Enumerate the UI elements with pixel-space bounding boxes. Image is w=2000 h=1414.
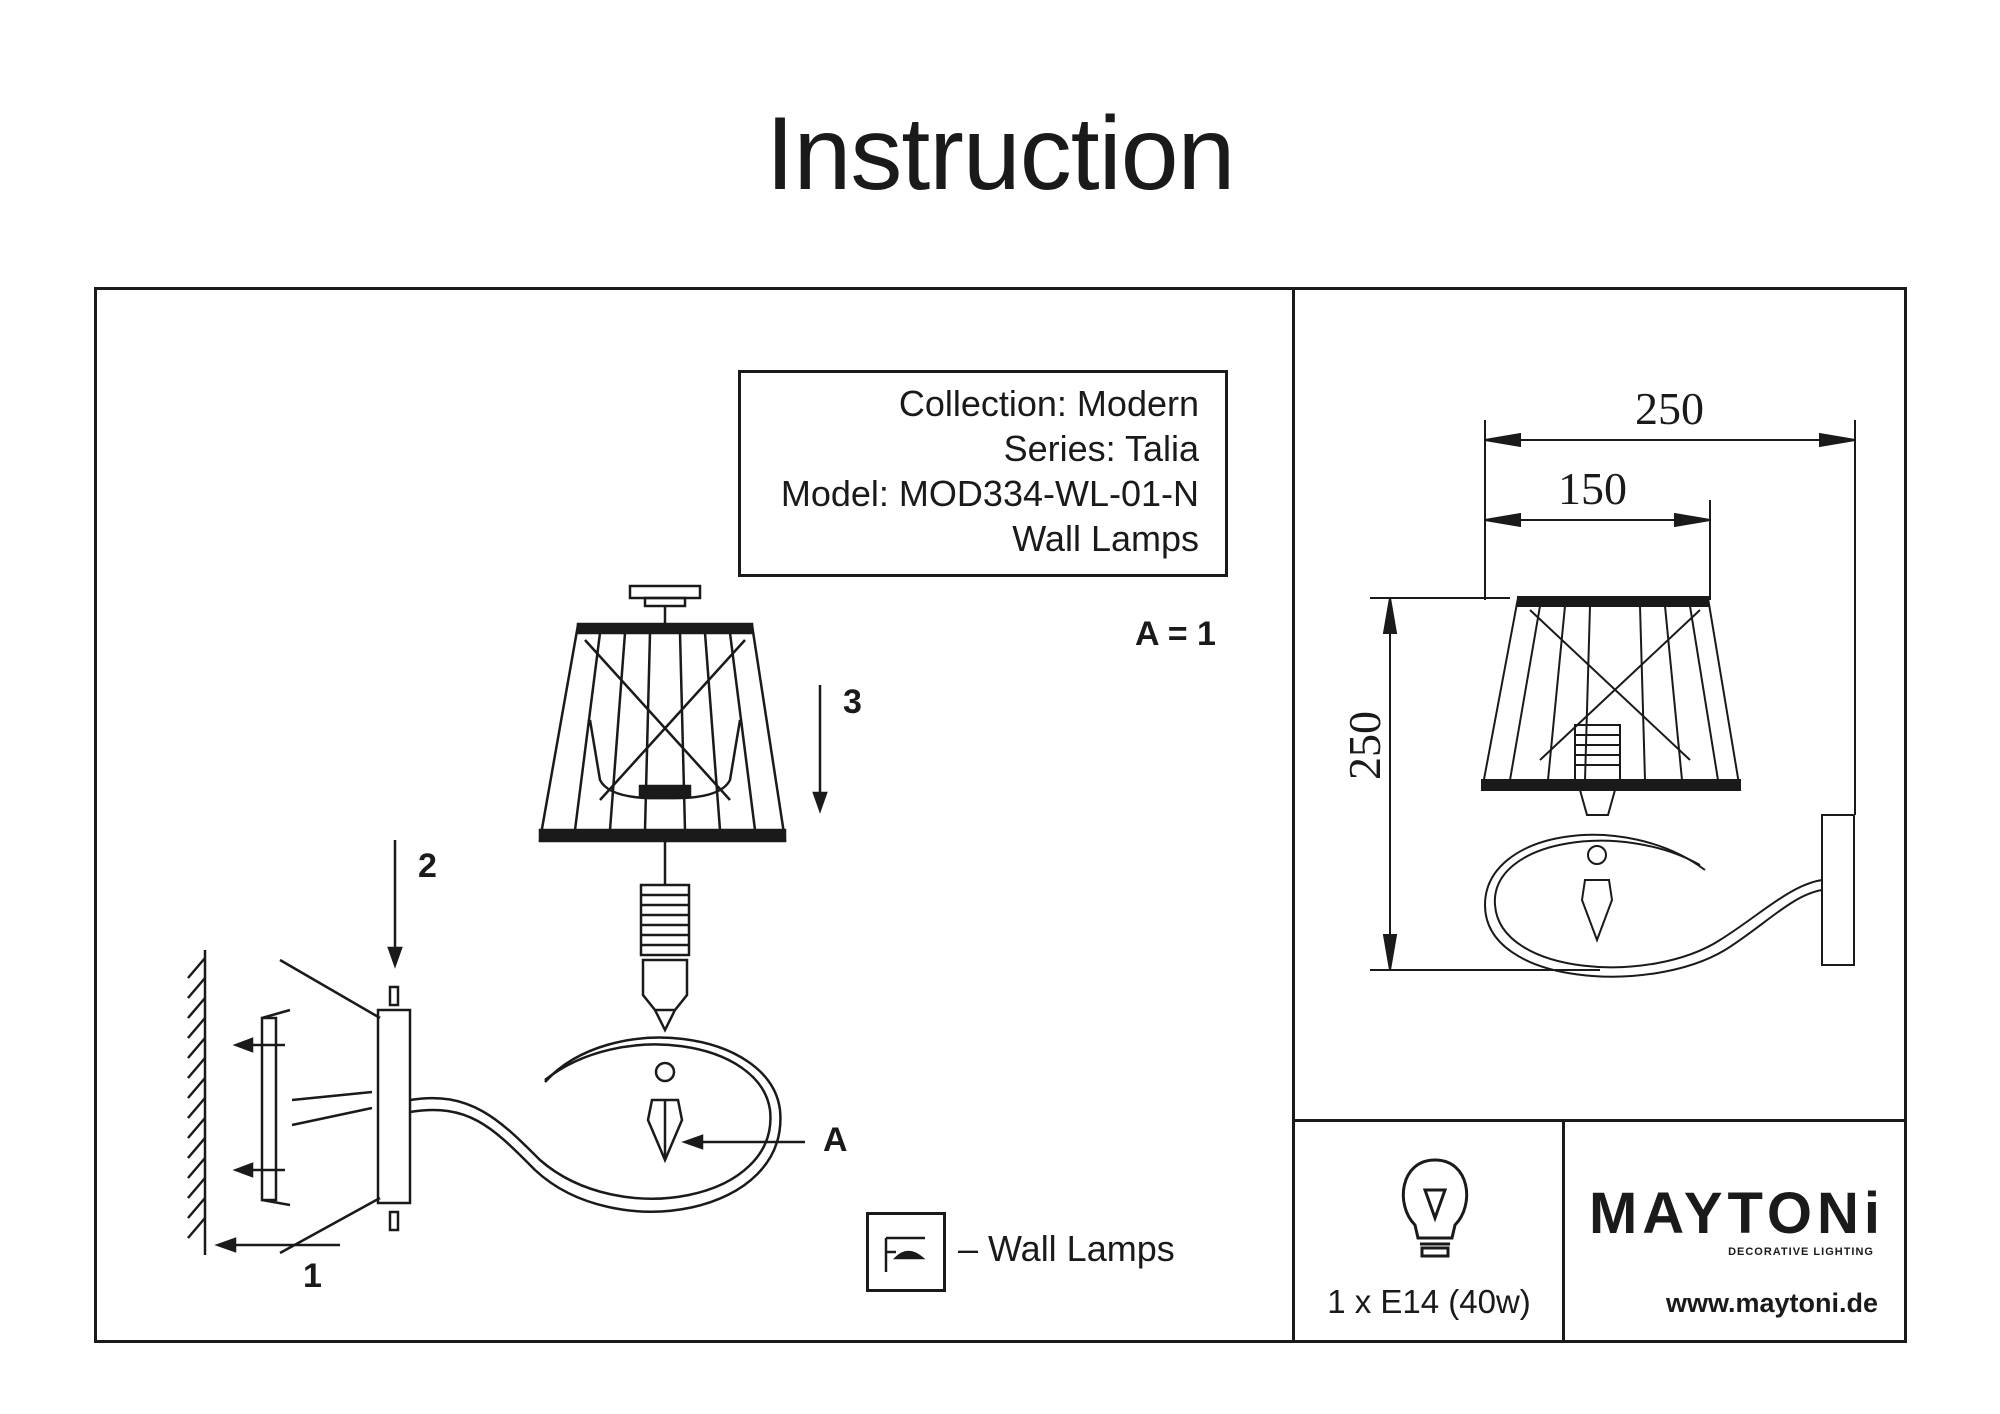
part-ratio: A = 1 [1135,615,1216,653]
step-1-label: 1 [303,1257,322,1295]
collection-label: Collection: Modern [898,383,1199,424]
dim-width-shade: 150 [1558,463,1627,514]
dim-width-total: 250 [1635,383,1704,434]
light-bulb-icon [1401,1158,1469,1258]
brand-logo: MAYTONi [1588,1181,1886,1246]
crystal-pendant [646,1098,684,1164]
bulb-spec: 1 x E14 (40w) [1327,1283,1531,1320]
legend-text: – Wall Lamps [958,1228,1175,1269]
brand-tagline: DECORATIVE LIGHTING [1728,1246,1874,1258]
wall-lamp-icon [884,1236,926,1272]
dim-height: 250 [1339,711,1390,780]
step-2-label: 2 [418,847,437,885]
wall-hatch [187,950,207,1255]
type-label: Wall Lamps [1012,518,1199,559]
step-3-label: 3 [843,683,862,721]
product-info-box: Collection: Modern Series: Talia Model: … [738,370,1228,577]
model-label: Model: MOD334-WL-01-N [780,473,1199,514]
lamp-arm [409,1043,772,1200]
instruction-frame [94,287,1907,1343]
dimension-drawing [1370,420,1856,978]
legend-icon-box [866,1212,946,1292]
part-a-label: A [823,1121,848,1159]
wall-base-plate [376,1008,412,1205]
website-link[interactable]: www.maytoni.de [1665,1288,1878,1318]
page-title: Instruction [765,96,1236,212]
divider-vertical [1292,287,1295,1343]
divider-footer [1562,1119,1565,1343]
lamp-shade [538,584,787,843]
series-label: Series: Talia [1003,428,1199,469]
mounting-bracket [232,1008,373,1207]
divider-horizontal [1292,1119,1907,1122]
crystal-bead [654,1061,676,1083]
